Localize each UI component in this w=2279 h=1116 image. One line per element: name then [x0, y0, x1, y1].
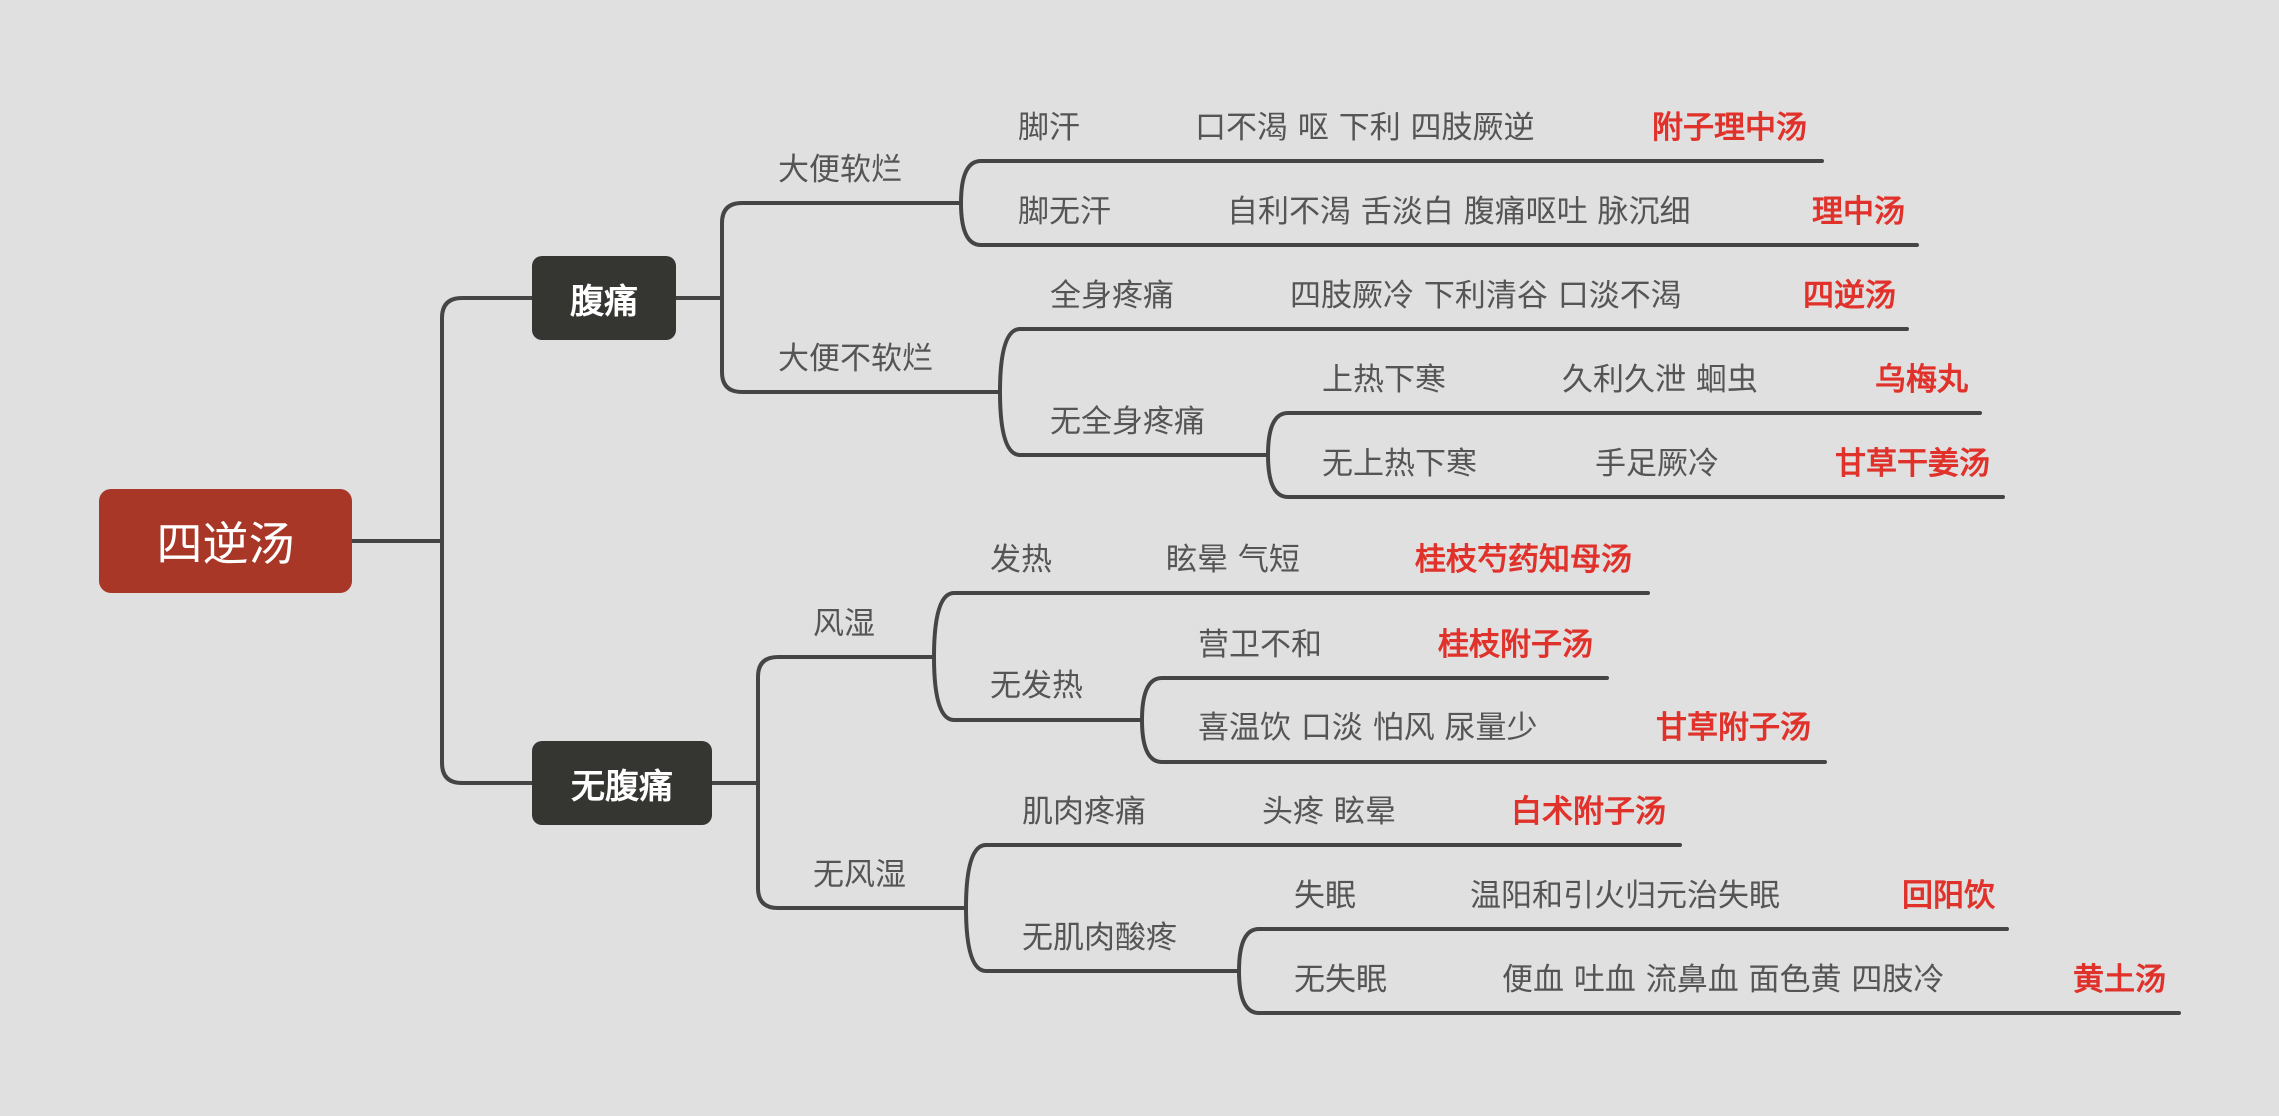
- result-fuzilizhongtang[interactable]: 附子理中汤: [1652, 110, 1807, 146]
- symptoms-fare: 眩晕 气短: [1166, 542, 1300, 578]
- result-huiyangyin[interactable]: 回阳饮: [1902, 878, 1995, 914]
- symptoms-wu-shimian: 便血 吐血 流鼻血 面色黄 四肢冷: [1502, 962, 1945, 998]
- result-huangtutang[interactable]: 黄土汤: [2073, 962, 2166, 998]
- sub-dabian-buruanlan[interactable]: 大便不软烂: [778, 341, 933, 377]
- sub-dabian-ruanlan[interactable]: 大便软烂: [778, 152, 902, 188]
- connector-wu-fengshi: [964, 843, 1682, 973]
- symptoms-jiaowuhan: 自利不渴 舌淡白 腹痛呕吐 脉沉细: [1227, 194, 1691, 230]
- sub-wu-fengshi[interactable]: 无风湿: [813, 857, 906, 893]
- sub-wu-quanshen-tengtong[interactable]: 无全身疼痛: [1050, 404, 1205, 440]
- cond-quanshen-tengtong[interactable]: 全身疼痛: [1050, 278, 1174, 314]
- connector-root: [350, 296, 534, 785]
- symptoms-quanshen: 四肢厥冷 下利清谷 口淡不渴: [1290, 278, 1682, 314]
- result-gancaoganjiangtang[interactable]: 甘草干姜汤: [1835, 446, 1990, 482]
- cond-jirou-tengtong[interactable]: 肌肉疼痛: [1022, 794, 1146, 830]
- sub-wu-jirou-suanteng[interactable]: 无肌肉酸疼: [1022, 920, 1177, 956]
- branch-wu-futong[interactable]: 无腹痛: [532, 741, 712, 825]
- connector-wu-quanshen: [1266, 411, 2005, 499]
- cond-jiaohan[interactable]: 脚汗: [1018, 110, 1080, 146]
- symptoms-wu-shangre: 手足厥冷: [1595, 446, 1719, 482]
- cond-fare[interactable]: 发热: [990, 542, 1052, 578]
- connector-wu-futong: [710, 655, 968, 910]
- connector-dabian-ruanlan: [959, 159, 1919, 247]
- result-guizhishaoyaozhimutang[interactable]: 桂枝芍药知母汤: [1415, 542, 1632, 578]
- result-wumeiwan[interactable]: 乌梅丸: [1875, 362, 1968, 398]
- connector-wu-fare: [1140, 676, 1827, 764]
- symptoms-shangre: 久利久泄 蛔虫: [1562, 362, 1758, 398]
- branch-futong[interactable]: 腹痛: [532, 256, 676, 340]
- symptoms-jirou: 头疼 眩晕: [1262, 794, 1396, 830]
- cond-jiaowuhan[interactable]: 脚无汗: [1018, 194, 1111, 230]
- symptoms-jiaohan: 口不渴 呕 下利 四肢厥逆: [1195, 110, 1535, 146]
- sub-wu-fare[interactable]: 无发热: [990, 668, 1083, 704]
- result-siniTang[interactable]: 四逆汤: [1803, 278, 1896, 314]
- result-lizhongtang[interactable]: 理中汤: [1812, 194, 1905, 230]
- symptoms-shimian: 温阳和引火归元治失眠: [1470, 878, 1780, 914]
- cond-shimian[interactable]: 失眠: [1294, 878, 1356, 914]
- connector-wu-jirou: [1237, 927, 2181, 1015]
- connector-fengshi: [932, 591, 1650, 722]
- result-baizhufuzitang[interactable]: 白术附子汤: [1511, 794, 1666, 830]
- result-guizhifuzitang[interactable]: 桂枝附子汤: [1438, 627, 1593, 663]
- cond-xiwenyin[interactable]: 喜温饮 口淡 怕风 尿量少: [1198, 710, 1538, 746]
- cond-yingwei-buhe[interactable]: 营卫不和: [1198, 627, 1322, 663]
- cond-wu-shimian[interactable]: 无失眠: [1294, 962, 1387, 998]
- cond-wu-shangre-xiahan[interactable]: 无上热下寒: [1322, 446, 1477, 482]
- root-node[interactable]: 四逆汤: [99, 489, 352, 593]
- connector-fuwtong: [674, 201, 1002, 394]
- sub-fengshi[interactable]: 风湿: [813, 606, 875, 642]
- result-gancaofuzitang[interactable]: 甘草附子汤: [1656, 710, 1811, 746]
- connector-dabian-buruanlan: [998, 327, 1909, 457]
- cond-shangre-xiahan[interactable]: 上热下寒: [1322, 362, 1446, 398]
